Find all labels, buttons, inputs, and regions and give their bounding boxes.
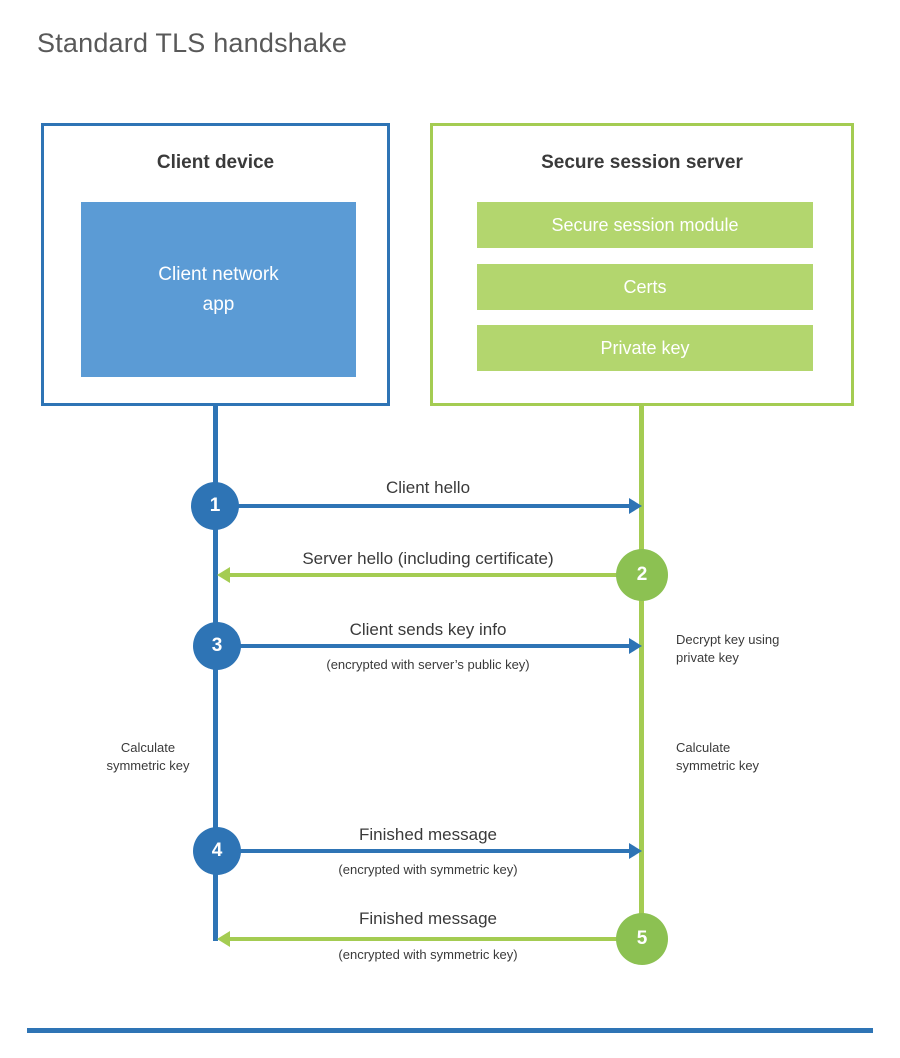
secure-session-server-title: Secure session server bbox=[541, 152, 743, 173]
step-3-badge: 3 bbox=[193, 622, 241, 670]
calculate-symmetric-key-note-client: Calculate symmetric key bbox=[106, 740, 190, 773]
client-lifeline bbox=[213, 404, 218, 941]
step-1-arrowhead-right-icon bbox=[629, 498, 642, 514]
step-2-badge: 2 bbox=[616, 549, 668, 601]
step-2-label: Server hello (including certificate) bbox=[302, 549, 554, 568]
step-2-arrowhead-left-icon bbox=[217, 567, 230, 583]
private-key-bar: Private key bbox=[477, 325, 813, 371]
client-device-box: Client device Client network app bbox=[41, 123, 390, 406]
step-4-badge: 4 bbox=[193, 827, 241, 875]
step-1-arrow-line bbox=[237, 504, 629, 508]
step-3-arrow-line bbox=[239, 644, 629, 648]
certs-bar: Certs bbox=[477, 264, 813, 310]
decrypt-key-note: Decrypt key using private key bbox=[676, 632, 780, 665]
step-1-badge: 1 bbox=[191, 482, 239, 530]
step-3-sublabel: (encrypted with server’s public key) bbox=[326, 657, 530, 672]
step-2-arrow-line bbox=[230, 573, 618, 577]
step-4-arrowhead-right-icon bbox=[629, 843, 642, 859]
calculate-symmetric-key-note-server: Calculate symmetric key bbox=[676, 740, 760, 773]
secure-session-module-bar: Secure session module bbox=[477, 202, 813, 248]
step-4-sublabel: (encrypted with symmetric key) bbox=[338, 862, 518, 877]
footer-divider bbox=[27, 1028, 873, 1033]
step-5-label: Finished message bbox=[359, 909, 497, 928]
step-3-arrowhead-right-icon bbox=[629, 638, 642, 654]
step-5-badge: 5 bbox=[616, 913, 668, 965]
server-lifeline bbox=[639, 404, 644, 941]
step-5-arrow-line bbox=[230, 937, 618, 941]
step-3-label: Client sends key info bbox=[349, 620, 507, 639]
client-network-app-block: Client network app bbox=[81, 202, 356, 377]
secure-session-server-box: Secure session server Secure session mod… bbox=[430, 123, 854, 406]
step-4-arrow-line bbox=[239, 849, 629, 853]
step-1-label: Client hello bbox=[385, 478, 471, 497]
step-4-label: Finished message bbox=[359, 825, 497, 844]
step-5-sublabel: (encrypted with symmetric key) bbox=[338, 947, 518, 962]
diagram-title: Standard TLS handshake bbox=[37, 28, 348, 58]
client-device-title: Client device bbox=[156, 152, 275, 173]
step-5-arrowhead-left-icon bbox=[217, 931, 230, 947]
